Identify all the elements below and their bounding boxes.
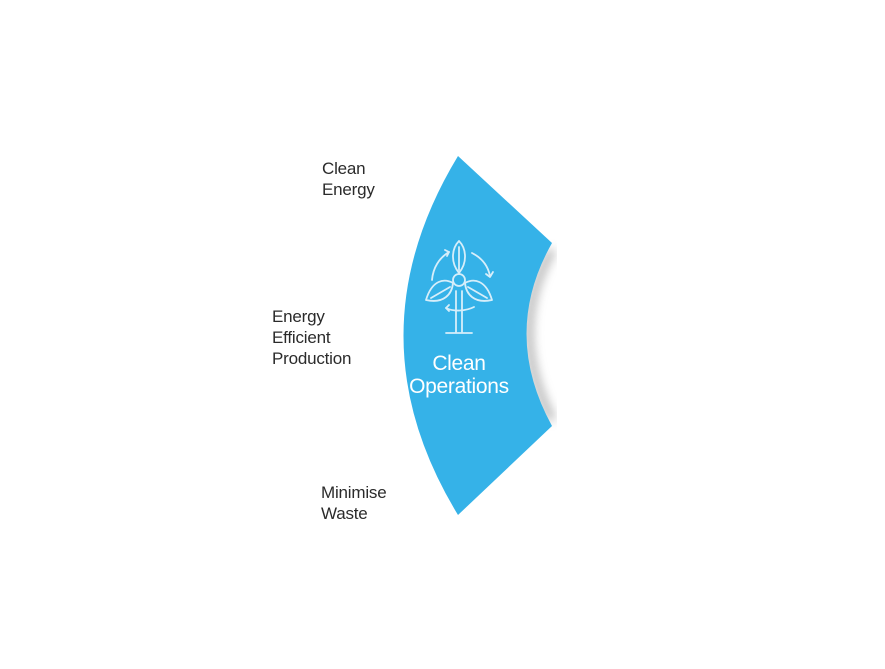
inner-arc-shadow <box>525 248 556 422</box>
label-line: Clean <box>322 159 366 178</box>
label-line: Minimise <box>321 483 387 502</box>
label-minimise-waste: Minimise Waste <box>321 482 387 524</box>
label-line: Waste <box>321 504 368 523</box>
label-line: Energy <box>272 307 325 326</box>
label-line: Production <box>272 349 352 368</box>
clean-operations-segment[interactable] <box>403 156 553 515</box>
segment-title-line-2: Operations <box>409 375 509 398</box>
segment-title: Clean Operations <box>384 352 534 398</box>
label-line: Efficient <box>272 328 331 347</box>
segment-title-line-1: Clean <box>432 352 486 375</box>
label-clean-energy: Clean Energy <box>322 158 375 200</box>
wind-turbine-leaf-icon <box>425 240 494 334</box>
label-energy-efficient-production: Energy Efficient Production <box>272 306 351 369</box>
label-line: Energy <box>322 180 375 199</box>
